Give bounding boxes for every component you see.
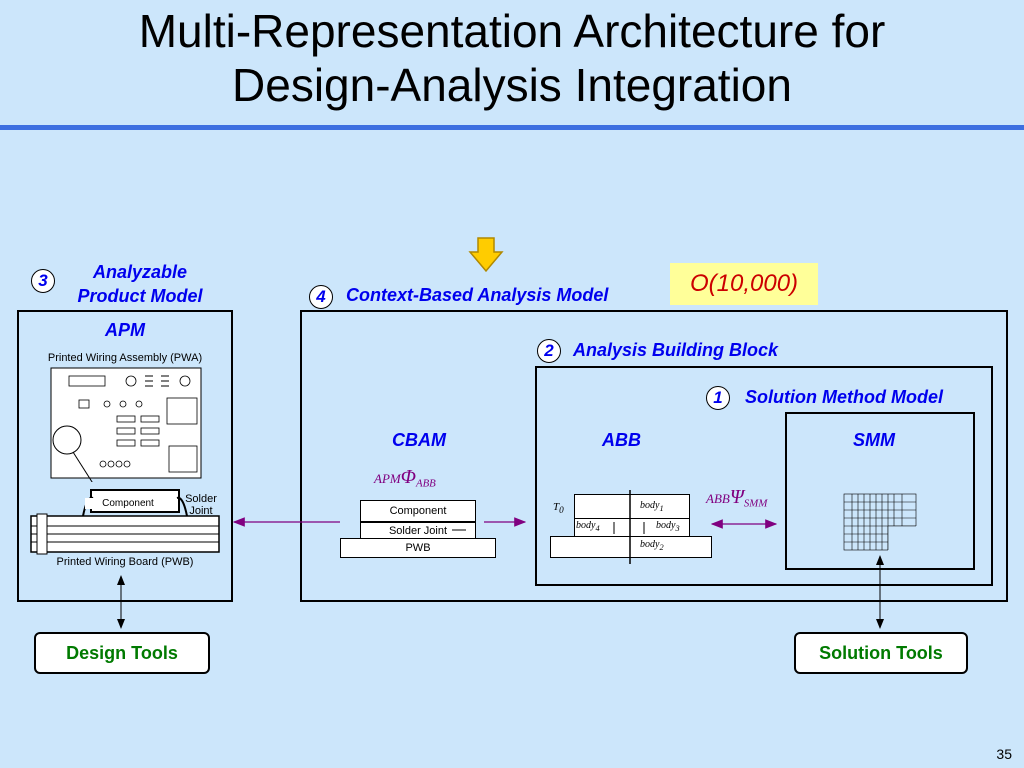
cbam-abbr: CBAM: [392, 430, 446, 450]
down-arrow-icon: [468, 237, 504, 273]
body2-sub: 2: [659, 543, 664, 552]
body1-main: body: [640, 500, 660, 511]
psi-post: SMM: [743, 497, 768, 510]
slide-title: Multi-Representation Architecture for De…: [0, 4, 1024, 112]
phi-symbol: Φ: [400, 466, 416, 488]
body4-main: body: [576, 520, 596, 531]
smm-box: [785, 412, 975, 570]
pwb-label: Printed Wiring Board (PWB): [56, 556, 194, 568]
title-line-2: Design-Analysis Integration: [232, 59, 792, 111]
smm-abbr: SMM: [853, 430, 895, 450]
cbam-number-badge: 4: [309, 285, 333, 309]
abb-number-badge: 2: [537, 339, 561, 363]
body3-main: body: [656, 520, 676, 531]
title-line-1: Multi-Representation Architecture for: [138, 5, 886, 57]
smm-number-badge: 1: [706, 386, 730, 410]
component-label: Component: [85, 498, 171, 509]
page-number: 35: [996, 746, 1012, 762]
apm-number-badge: 3: [31, 269, 55, 293]
apm-abbr: APM: [105, 320, 145, 340]
psi-mapping-label: ABBΨSMM: [706, 486, 767, 510]
psi-symbol: Ψ: [729, 486, 744, 508]
complexity-badge: O(10,000): [670, 263, 818, 305]
apm-heading: Analyzable Product Model: [56, 260, 224, 308]
apm-heading-line-2: Product Model: [77, 286, 203, 306]
phi-pre: APM: [374, 471, 401, 486]
body4-label: body4: [576, 520, 600, 533]
solder-label-line-2: Joint: [189, 505, 213, 517]
solder-label-line-1: Solder: [185, 493, 217, 505]
solution-tools-button[interactable]: Solution Tools: [794, 632, 968, 674]
psi-pre: ABB: [706, 491, 730, 506]
design-tools-button[interactable]: Design Tools: [34, 632, 210, 674]
t0-sub: 0: [559, 505, 564, 516]
pwa-label: Printed Wiring Assembly (PWA): [47, 352, 203, 364]
body2-label: body2: [640, 539, 664, 552]
smm-heading: Solution Method Model: [745, 387, 943, 407]
phi-mapping-label: APMΦABB: [374, 466, 436, 490]
abb-cut-lines: [613, 490, 645, 564]
smm-mesh-drawing: [843, 493, 918, 552]
body2-main: body: [640, 539, 660, 550]
body3-label: body3: [656, 520, 680, 533]
body3-sub: 3: [675, 524, 680, 533]
apm-box: APM Printed Wiring Assembly (PWA): [17, 310, 233, 602]
cbam-pwb-block: PWB: [340, 538, 496, 558]
abb-abbr: ABB: [602, 430, 641, 450]
cbam-component-block: Component: [360, 500, 476, 522]
cbam-heading: Context-Based Analysis Model: [346, 285, 609, 305]
phi-post: ABB: [415, 477, 436, 490]
body1-label: body1: [640, 500, 664, 513]
apm-heading-line-1: Analyzable: [92, 262, 188, 282]
abb-heading: Analysis Building Block: [573, 340, 779, 360]
abb-body2-block: [550, 536, 712, 558]
title-divider: [0, 125, 1024, 130]
t0-main: T: [553, 501, 560, 513]
body4-sub: 4: [595, 524, 600, 533]
body1-sub: 1: [659, 504, 664, 513]
solder-joint-label: Solder Joint: [179, 493, 223, 517]
pwa-board-drawing: [50, 367, 202, 482]
t0-label: T0: [553, 501, 564, 515]
